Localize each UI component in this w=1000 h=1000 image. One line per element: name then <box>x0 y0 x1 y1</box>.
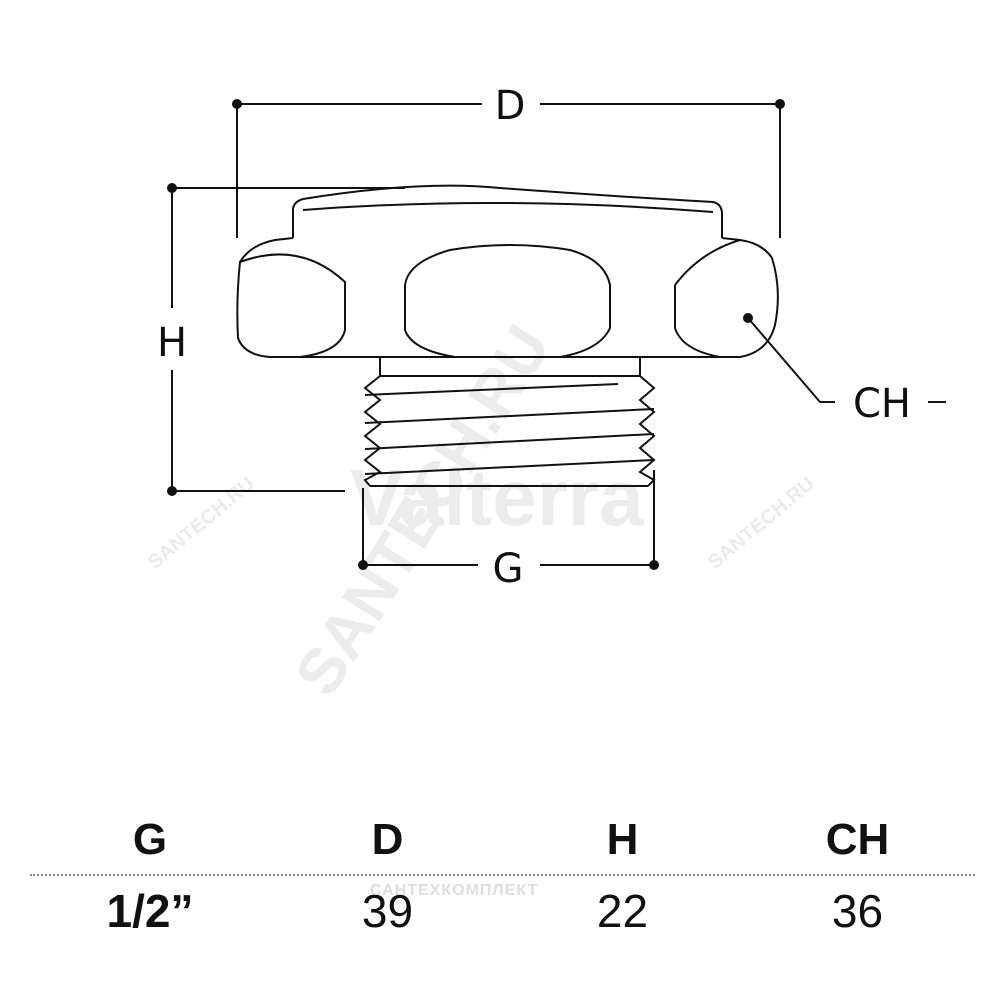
header-d: D <box>371 815 404 864</box>
dimension-label-ch: CH <box>853 381 911 427</box>
header-g: G <box>132 815 168 864</box>
specification-table: G D H CH 1/2” 39 22 36 <box>30 810 975 946</box>
ch-leader <box>747 317 946 403</box>
header-h: H <box>606 815 639 864</box>
site-watermark-right: SANTECH.RU <box>704 473 819 574</box>
header-ch: CH <box>825 815 890 864</box>
dimension-d <box>236 103 781 238</box>
dimension-label-g: G <box>493 546 524 592</box>
site-watermark-left: SANTECH.RU <box>144 473 259 574</box>
plug-thread <box>363 357 656 487</box>
value-ch: 36 <box>831 885 884 937</box>
dimension-endpoints <box>167 99 785 570</box>
value-g: 1/2” <box>106 885 194 937</box>
table-header-row: G D H CH <box>30 810 975 870</box>
plug-hex <box>236 237 779 358</box>
dimension-g <box>362 470 655 566</box>
plug-crown <box>292 184 723 238</box>
table-divider <box>30 874 975 876</box>
dimension-label-d: D <box>495 83 526 129</box>
plug-technical-drawing: Valterra SANTECH.RU SANTECH.RU SANTECH.R… <box>144 83 946 707</box>
table-row: 1/2” 39 22 36 <box>30 876 975 946</box>
dimension-h <box>171 187 405 492</box>
dimension-label-h: H <box>157 320 187 366</box>
value-d: 39 <box>361 885 414 937</box>
table-watermark: САНТЕХКОМПЛЕКТ <box>370 882 539 899</box>
value-h: 22 <box>596 885 649 937</box>
